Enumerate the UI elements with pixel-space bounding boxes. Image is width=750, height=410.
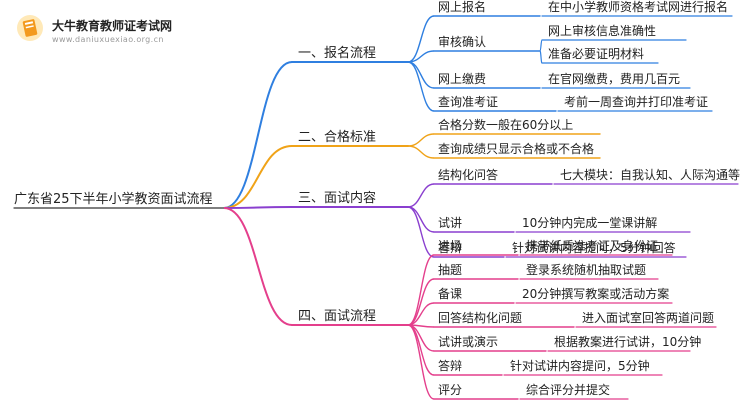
branch-label: 三、面试内容 xyxy=(298,191,377,206)
detail-label: 考前一周查询并打印准考证 xyxy=(564,95,709,109)
detail-label: 七大模块：自我认知、人际沟通等 xyxy=(560,168,741,182)
detail-label: 网上审核信息准确性 xyxy=(548,24,657,38)
book-icon xyxy=(17,15,43,41)
connector xyxy=(407,183,435,208)
item-label: 审核确认 xyxy=(438,35,487,49)
branch-label: 四、面试流程 xyxy=(298,309,377,324)
connector xyxy=(407,324,435,400)
item-label: 试讲或演示 xyxy=(438,335,499,349)
detail-label: 根据教案进行试讲，10分钟 xyxy=(554,335,702,349)
detail-label: 针对试讲内容提问，5分钟回答 xyxy=(512,241,676,255)
item-label: 评分 xyxy=(438,383,463,397)
detail-label: 10分钟内完成一堂课讲解 xyxy=(522,216,658,230)
brand-name: 大牛教育教师证考试网 xyxy=(52,19,173,33)
detail-label: 携带纸质准考证及身份证 xyxy=(526,239,659,253)
detail-label: 准备必要证明材料 xyxy=(548,47,645,61)
connector xyxy=(223,206,293,209)
connector xyxy=(223,207,293,326)
brand-logo xyxy=(16,14,44,42)
item-label: 结构化问答 xyxy=(438,168,499,182)
detail-label: 综合评分并提交 xyxy=(526,383,611,397)
connector xyxy=(407,206,435,258)
connector xyxy=(407,61,435,112)
detail-label: 20分钟撰写教案或活动方案 xyxy=(522,287,670,301)
item-label: 进场 xyxy=(438,239,463,253)
detail-label: 针对试讲内容提问，5分钟 xyxy=(510,359,650,373)
detail-label: 登录系统随机抽取试题 xyxy=(526,263,647,277)
connector xyxy=(407,145,435,159)
item-label: 备课 xyxy=(438,287,463,301)
item-label: 合格分数一般在60分以上 xyxy=(438,118,574,132)
detail-label: 在中小学教师资格考试网进行报名 xyxy=(548,0,729,14)
item-label: 查询准考证 xyxy=(438,95,499,109)
item-label: 答辩 xyxy=(438,359,463,373)
branch-label: 二、合格标准 xyxy=(298,130,377,145)
connector xyxy=(407,50,435,63)
item-label: 查询成绩只显示合格或不合格 xyxy=(438,142,595,156)
item-label: 网上报名 xyxy=(438,0,487,14)
detail-label: 进入面试室回答两道问题 xyxy=(582,311,715,325)
brand-url: www.daniuxuexiao.org.cn xyxy=(52,35,164,44)
item-label: 答辩 xyxy=(438,241,463,255)
connector xyxy=(407,133,435,147)
connector xyxy=(539,39,543,52)
connector xyxy=(407,206,435,233)
detail-label: 在官网缴费，费用几百元 xyxy=(548,72,681,86)
connector xyxy=(539,50,543,64)
connector xyxy=(223,145,293,209)
item-label: 试讲 xyxy=(438,216,463,230)
connector xyxy=(407,324,435,352)
connector xyxy=(223,61,293,209)
connector xyxy=(407,15,435,63)
root-title: 广东省25下半年小学教资面试流程 xyxy=(14,192,213,207)
item-label: 回答结构化问题 xyxy=(438,311,523,325)
connector xyxy=(407,278,435,326)
branch-label: 一、报名流程 xyxy=(298,46,377,61)
item-label: 抽题 xyxy=(438,263,463,277)
item-label: 网上缴费 xyxy=(438,72,487,86)
